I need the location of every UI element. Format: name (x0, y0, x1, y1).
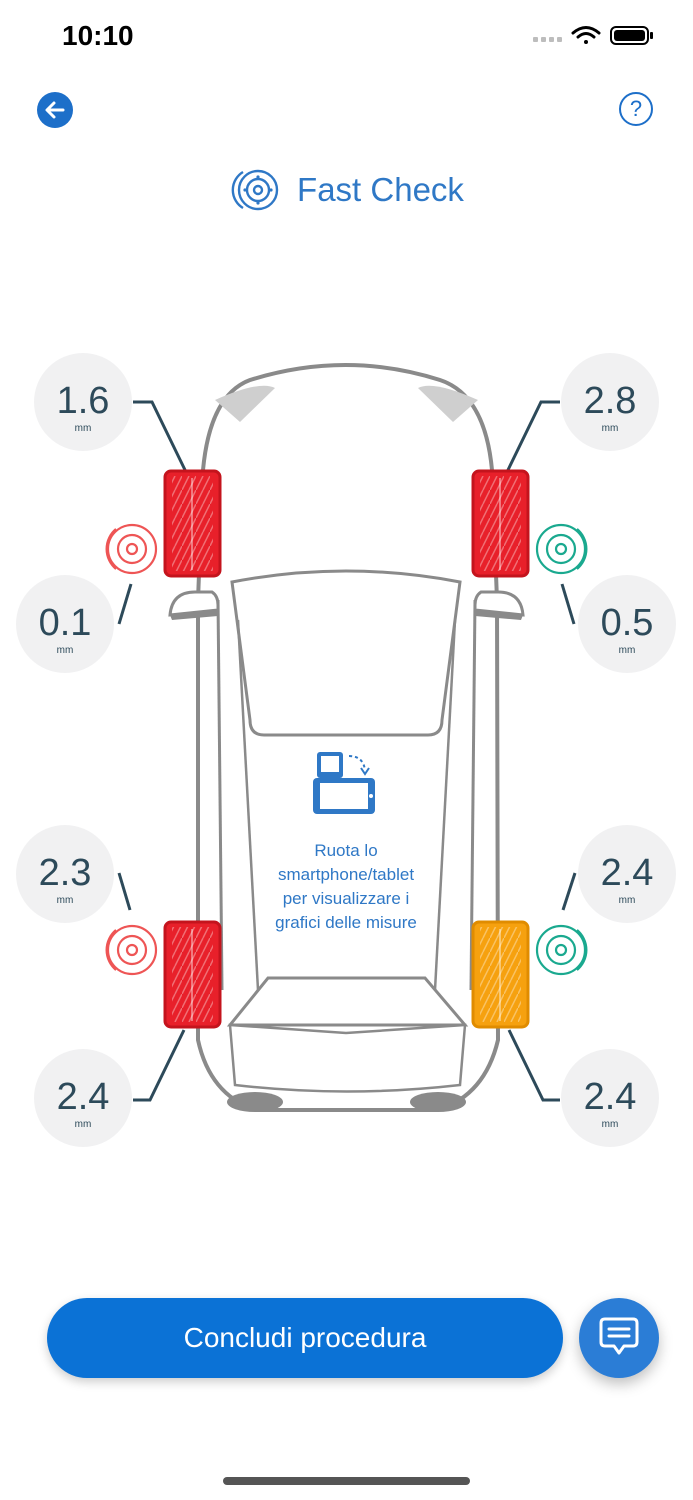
chat-button[interactable] (579, 1298, 659, 1378)
disc-unit: mm (56, 895, 74, 906)
home-indicator[interactable] (223, 1477, 470, 1485)
disc-badge-front-left: 0.1 mm (16, 575, 114, 673)
battery-icon (610, 26, 653, 45)
chat-icon (599, 1317, 639, 1355)
brake-disc-icon-front-right (535, 523, 588, 575)
brake-disc-icon-front-left (105, 523, 158, 575)
status-icons (533, 24, 655, 51)
fast-check-icon (231, 169, 279, 211)
disc-value: 2.4 (600, 852, 654, 894)
tire-front-right (471, 469, 530, 578)
finish-procedure-button[interactable]: Concludi procedura (47, 1298, 563, 1378)
disc-badge-rear-right: 2.4 mm (578, 825, 676, 923)
disc-value: 0.5 (600, 602, 654, 644)
disc-value: 2.3 (38, 852, 92, 894)
tread-value: 2.4 (583, 1076, 637, 1118)
rotate-hint: Ruota lo smartphone/tablet per visualizz… (246, 750, 446, 935)
help-button[interactable]: ? (619, 92, 653, 126)
disc-badge-rear-left: 2.3 mm (16, 825, 114, 923)
mirror-left (168, 590, 220, 617)
arrow-left-icon (45, 101, 65, 119)
wifi-icon (571, 26, 601, 44)
tread-badge-front-right: 2.8 mm (561, 353, 659, 451)
brake-disc-icon-rear-left (105, 924, 158, 976)
tread-unit: mm (601, 423, 619, 434)
page-title: Fast Check (297, 171, 464, 208)
disc-unit: mm (618, 895, 636, 906)
tire-front-left (163, 469, 222, 578)
tread-badge-rear-left: 2.4 mm (34, 1049, 132, 1147)
tire-rear-right (471, 920, 530, 1029)
page-header: Fast Check (0, 160, 693, 220)
disc-badge-front-right: 0.5 mm (578, 575, 676, 673)
car-windshield (230, 569, 462, 737)
car-rear-window (226, 976, 469, 1027)
rotate-hint-text: Ruota lo smartphone/tablet per visualizz… (275, 841, 417, 932)
tread-unit: mm (74, 1119, 92, 1130)
tread-badge-rear-right: 2.4 mm (561, 1049, 659, 1147)
tread-value: 2.8 (583, 380, 637, 422)
tread-value: 1.6 (56, 380, 110, 422)
car-diagram (105, 363, 588, 1112)
tread-value: 2.4 (56, 1076, 110, 1118)
disc-unit: mm (618, 645, 636, 656)
disc-unit: mm (56, 645, 74, 656)
mirror-right (473, 590, 525, 617)
signal-icon (533, 37, 562, 42)
tread-badge-front-left: 1.6 mm (34, 353, 132, 451)
back-button[interactable] (37, 92, 73, 128)
tread-unit: mm (601, 1119, 619, 1130)
disc-value: 0.1 (38, 602, 92, 644)
brake-disc-icon-rear-right (535, 924, 588, 976)
tire-rear-left (163, 920, 222, 1029)
tread-unit: mm (74, 423, 92, 434)
rotate-device-icon (313, 752, 375, 814)
status-time: 10:10 (62, 20, 134, 51)
